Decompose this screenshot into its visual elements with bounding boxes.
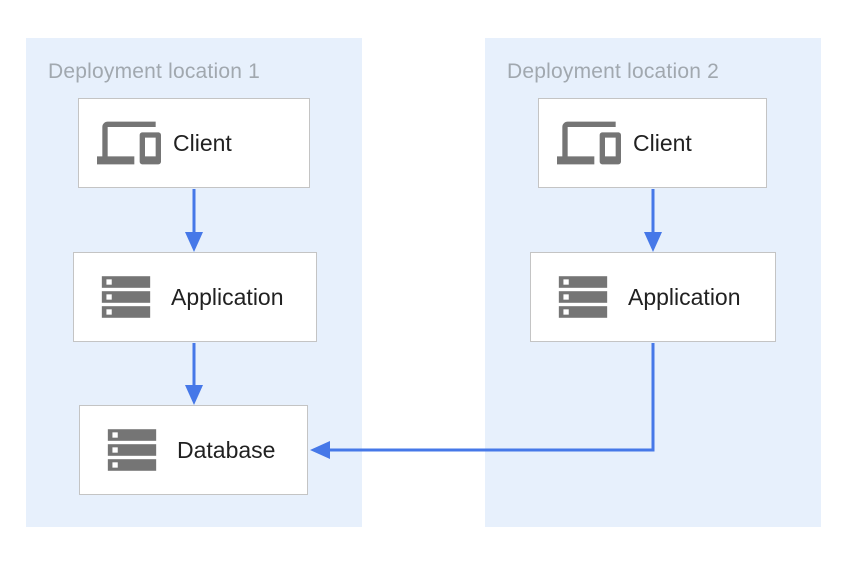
node-application-2: Application: [530, 252, 776, 342]
node-database-1: Database: [79, 405, 308, 495]
storage-icon: [98, 421, 177, 479]
storage-icon: [92, 268, 171, 326]
node-label: Application: [171, 283, 284, 310]
node-client-2: Client: [538, 98, 767, 188]
devices-icon: [557, 111, 633, 175]
node-label: Application: [628, 283, 741, 310]
panel-title: Deployment location 1: [48, 60, 260, 83]
node-label: Client: [173, 129, 232, 156]
node-client-1: Client: [78, 98, 310, 188]
storage-icon: [549, 268, 628, 326]
devices-icon: [97, 111, 173, 175]
panel-title: Deployment location 2: [507, 60, 719, 83]
deployment-location-2-panel: Deployment location 2 Client A: [485, 38, 821, 527]
deployment-location-1-panel: Deployment location 1 Client A: [26, 38, 362, 527]
node-application-1: Application: [73, 252, 317, 342]
node-label: Client: [633, 129, 692, 156]
node-label: Database: [177, 436, 276, 463]
